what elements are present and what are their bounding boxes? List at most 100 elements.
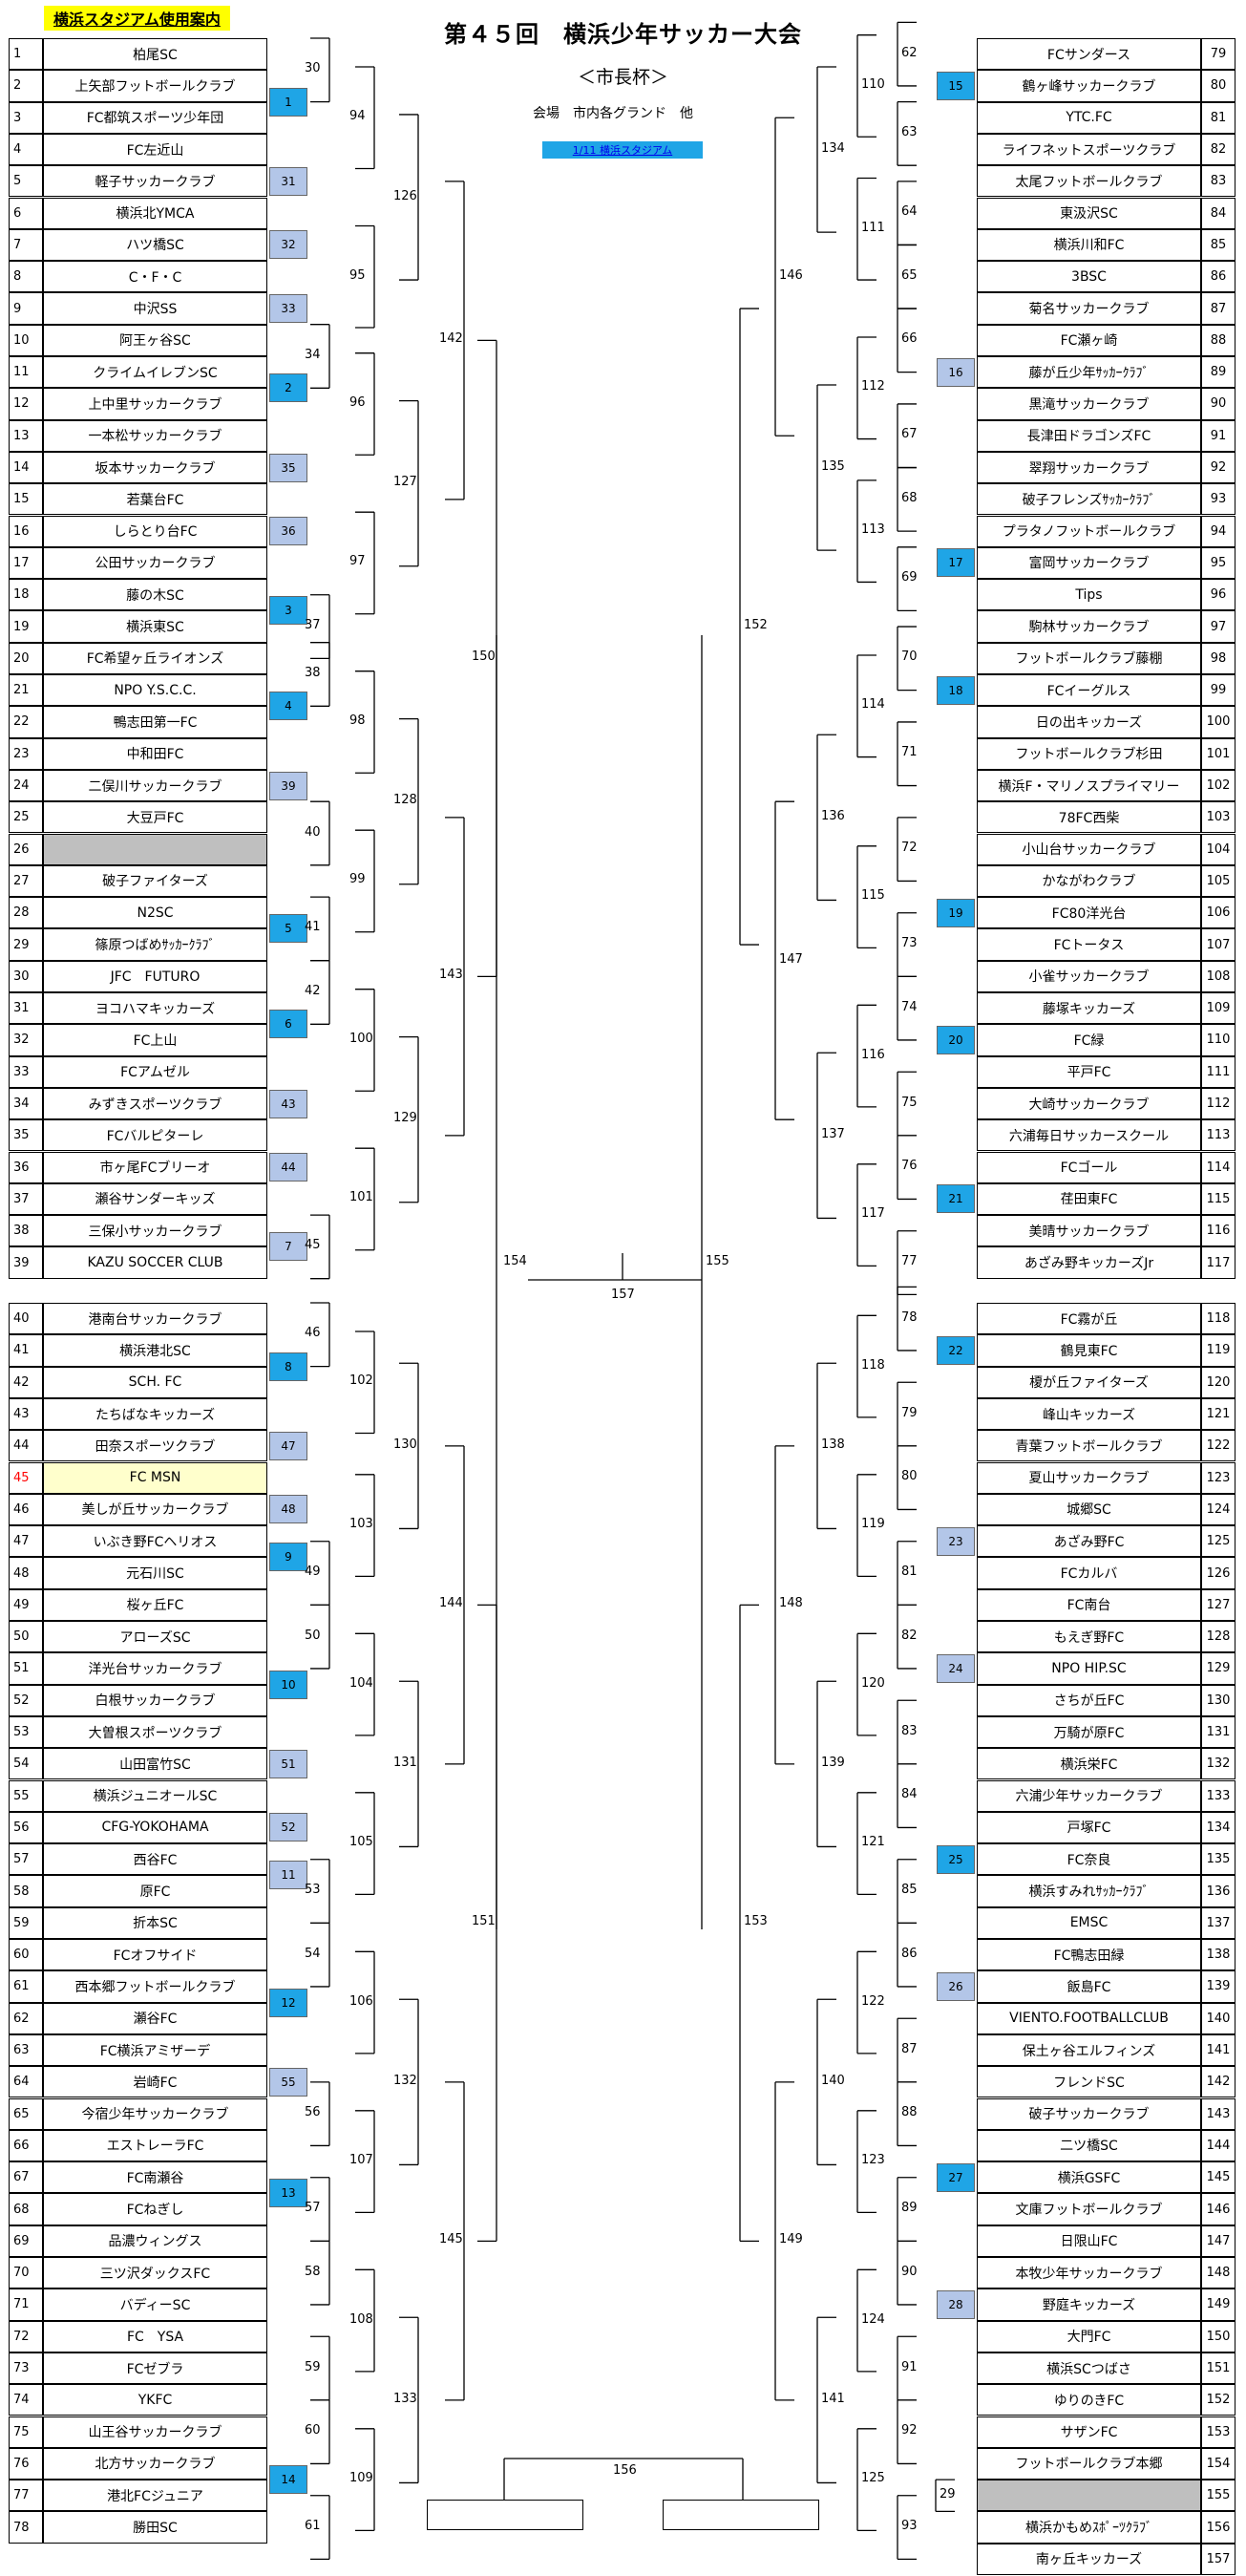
team-name: FCゴール (977, 1151, 1201, 1183)
team-name: 篠原つばめｻｯｶｰｸﾗﾌﾞ (43, 928, 267, 961)
match-number: 83 (901, 1723, 918, 1738)
match-number: 134 (821, 140, 845, 156)
match-number: 136 (821, 808, 845, 823)
team-name: 藤塚キッカーズ (977, 992, 1201, 1025)
team-name: 荏田東FC (977, 1182, 1201, 1216)
team-name: プラタノフットボールクラブ (977, 515, 1201, 547)
team-name: 山田富竹SC (43, 1748, 267, 1780)
team-number: 48 (9, 1557, 43, 1589)
match-number: 40 (305, 824, 321, 840)
team-number: 131 (1201, 1715, 1235, 1749)
team-name: 大曽根スポーツクラブ (43, 1715, 267, 1749)
team-number: 9 (9, 292, 43, 325)
team-number: 29 (9, 928, 43, 961)
team-name: FC南台 (977, 1588, 1201, 1621)
team-name: NPO Y.S.C.C. (43, 674, 267, 707)
team-name: かながわクラブ (977, 864, 1201, 898)
team-name: 西本郷フットボールクラブ (43, 1970, 267, 2003)
team-name: 横浜北YMCA (43, 197, 267, 229)
team-name: 瀬谷サンダーキッズ (43, 1182, 267, 1216)
team-number: 36 (9, 1151, 43, 1183)
team-name: 二ツ橋SC (977, 2129, 1201, 2162)
team-number: 50 (9, 1621, 43, 1653)
seed-box: 13 (269, 2179, 307, 2208)
team-name: 文庫フットボールクラブ (977, 2193, 1201, 2225)
match-number: 60 (305, 2423, 321, 2438)
team-name: 平戸FC (977, 1055, 1201, 1088)
team-number: 109 (1201, 992, 1235, 1025)
team-number: 10 (9, 324, 43, 356)
match-number: 72 (901, 841, 918, 856)
match-number: 131 (393, 1755, 417, 1770)
team-number: 107 (1201, 928, 1235, 961)
team-number: 116 (1201, 1215, 1235, 1247)
match-number: 67 (901, 427, 918, 442)
team-number: 125 (1201, 1525, 1235, 1558)
match-number: 149 (779, 2232, 803, 2247)
team-name: サザンFC (977, 2416, 1201, 2448)
final-venue-link[interactable]: 1/11 横浜スタジアム (542, 141, 703, 159)
team-name: ハツ橋SC (43, 228, 267, 262)
team-number: 75 (9, 2416, 43, 2448)
team-name: 万騎が原FC (977, 1715, 1201, 1749)
seed-box: 25 (937, 1844, 975, 1874)
team-number: 43 (9, 1397, 43, 1431)
seed-box: 21 (937, 1184, 975, 1214)
match-number: 80 (901, 1469, 918, 1484)
team-number: 27 (9, 864, 43, 898)
match-number: 101 (349, 1190, 373, 1205)
team-number: 65 (9, 2097, 43, 2130)
match-number: 54 (305, 1946, 321, 1961)
stadium-info-link[interactable]: 横浜スタジアム使用案内 (44, 6, 230, 31)
team-name: 3BSC (977, 261, 1201, 293)
match-number: 118 (861, 1357, 885, 1373)
team-name (43, 833, 267, 865)
match-number: 141 (821, 2391, 845, 2406)
team-number: 18 (9, 579, 43, 611)
match-number: 70 (901, 649, 918, 665)
match-number: 58 (305, 2264, 321, 2279)
team-number: 8 (9, 261, 43, 293)
team-name: 三保小サッカークラブ (43, 1215, 267, 1247)
match-number: 126 (393, 188, 417, 203)
team-name: 折本SC (43, 1906, 267, 1939)
match-number: 78 (901, 1309, 918, 1325)
match-number: 125 (861, 2471, 885, 2486)
team-number: 1 (9, 38, 43, 71)
seed-box: 7 (269, 1232, 307, 1262)
team-number: 40 (9, 1303, 43, 1335)
team-name: FCカルバ (977, 1557, 1201, 1589)
team-number: 35 (9, 1119, 43, 1152)
match-number: 85 (901, 1883, 918, 1898)
team-name: C・F・C (43, 261, 267, 293)
team-number: 151 (1201, 2352, 1235, 2385)
match-number: 73 (901, 936, 918, 951)
team-number: 41 (9, 1334, 43, 1367)
seed-box: 43 (269, 1089, 307, 1118)
team-name: 大崎サッカークラブ (977, 1087, 1201, 1120)
team-number: 76 (9, 2447, 43, 2480)
match-number: 152 (744, 618, 768, 633)
team-number: 115 (1201, 1182, 1235, 1216)
team-name: FC横浜アミザーデ (43, 2033, 267, 2067)
match-number: 87 (901, 2041, 918, 2056)
match-number: 86 (901, 1946, 918, 1961)
team-name: フットボールクラブ本郷 (977, 2447, 1201, 2480)
match-number: 38 (305, 666, 321, 680)
team-number: 130 (1201, 1684, 1235, 1716)
team-name: FCオフサイド (43, 1939, 267, 1971)
team-name: ゆりのきFC (977, 2384, 1201, 2416)
match-number: 106 (349, 1993, 373, 2009)
match-number: 117 (861, 1206, 885, 1222)
match-number: 139 (821, 1755, 845, 1770)
seed-box: 6 (269, 1010, 307, 1039)
team-number: 19 (9, 610, 43, 643)
team-number: 134 (1201, 1811, 1235, 1844)
match-number: 99 (349, 872, 366, 887)
team-number: 21 (9, 674, 43, 707)
match-number: 130 (393, 1437, 417, 1452)
team-number: 14 (9, 451, 43, 484)
team-name: 三ツ沢ダックスFC (43, 2257, 267, 2289)
match-number: 69 (901, 570, 918, 585)
team-name: 峰山キッカーズ (977, 1397, 1201, 1431)
